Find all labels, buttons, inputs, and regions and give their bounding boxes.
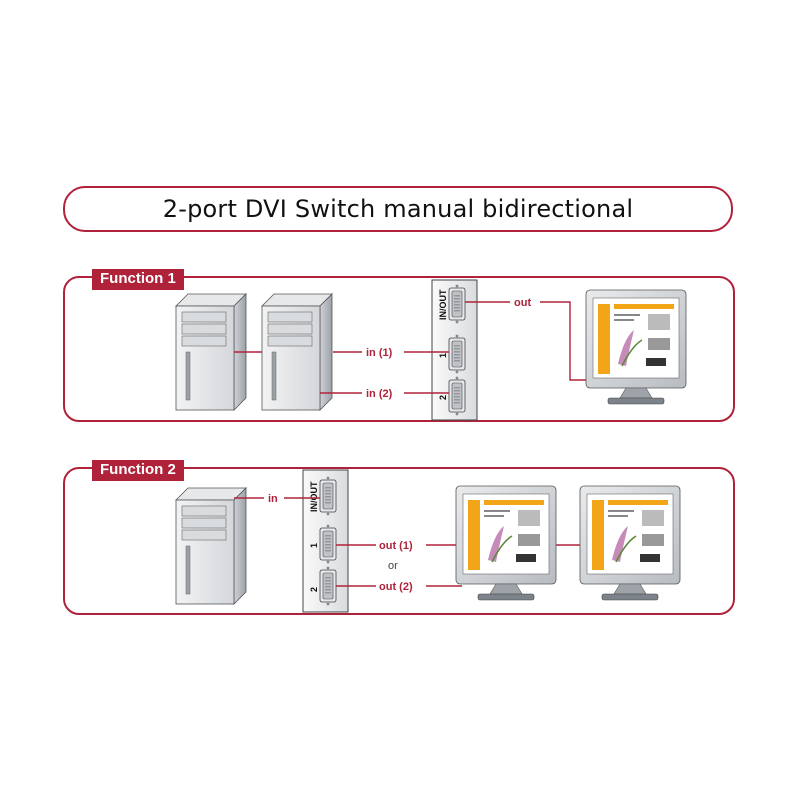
port-2-label: 2	[438, 395, 448, 400]
title-box: 2-port DVI Switch manual bidirectional	[63, 186, 733, 232]
dvi-port-inout-icon	[319, 476, 337, 516]
dvi-port-1-icon	[319, 524, 337, 564]
page-title: 2-port DVI Switch manual bidirectional	[162, 195, 634, 223]
out-2-label: out (2)	[379, 581, 413, 593]
port-inout-label: IN/OUT	[438, 289, 448, 320]
dvi-port-inout-icon	[448, 284, 466, 324]
port-1-label: 1	[309, 543, 319, 548]
in-2-label: in (2)	[366, 388, 393, 400]
in-label: in	[268, 493, 278, 505]
port-1-label: 1	[438, 353, 448, 358]
port-2-label: 2	[309, 587, 319, 592]
dvi-port-1-icon	[448, 334, 466, 374]
function-1-diagram: IN/OUT 1 2 in (1) in (2) out	[175, 279, 687, 421]
function-2-label: Function 2	[92, 460, 184, 481]
function-2-diagram: IN/OUT 1 2 in out (1) or out (2)	[175, 469, 681, 613]
computer-icon	[175, 487, 247, 605]
out-label: out	[514, 297, 531, 309]
function-1-panel	[63, 276, 735, 422]
function-1-label: Function 1	[92, 269, 184, 290]
in-1-label: in (1)	[366, 347, 393, 359]
out-1-label: out (1)	[379, 540, 413, 552]
monitor-icon	[585, 289, 687, 405]
dvi-port-2-icon	[448, 376, 466, 416]
or-label: or	[388, 560, 398, 572]
port-inout-label: IN/OUT	[309, 481, 319, 512]
cable	[540, 301, 598, 381]
monitor-icon	[455, 485, 557, 601]
function-2-panel	[63, 467, 735, 615]
dvi-port-2-icon	[319, 566, 337, 606]
monitor-icon	[579, 485, 681, 601]
